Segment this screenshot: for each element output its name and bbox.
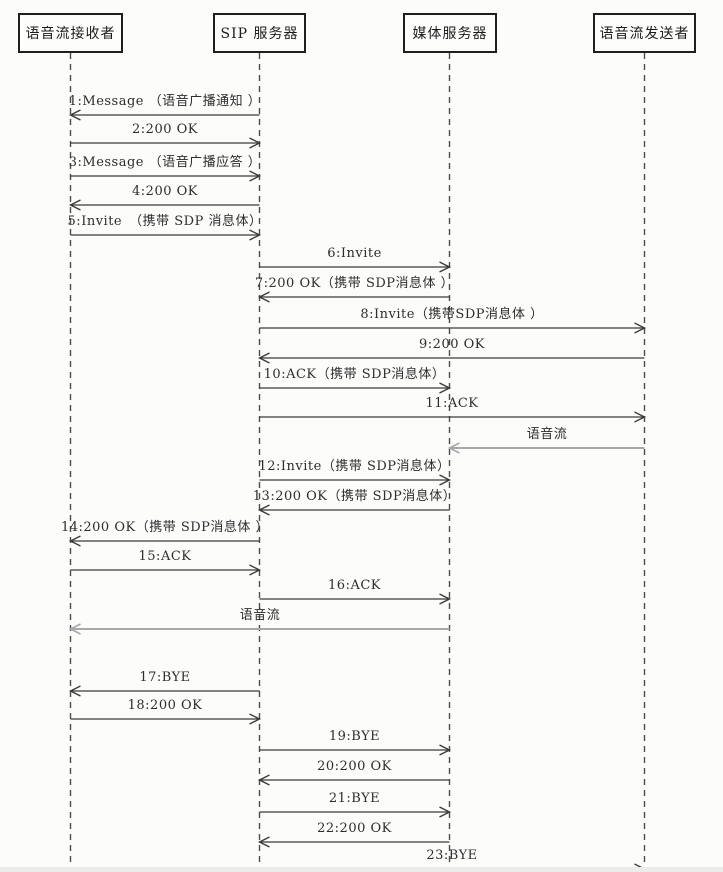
voice-stream-label: 语音流: [526, 427, 568, 442]
message-label: 10:ACK（携带 SDP消息体）: [263, 367, 446, 382]
message-label: 6:Invite: [327, 246, 382, 261]
message-label: 16:ACK: [328, 578, 381, 593]
voice-stream-label: 语音流: [239, 608, 281, 623]
participant-label-voice-sender: 语音流发送者: [599, 26, 690, 42]
message-label: 13:200 OK（携带 SDP消息体）: [252, 489, 457, 504]
participant-label-sip-server: SIP 服务器: [220, 26, 299, 42]
message-label: 17:BYE: [139, 670, 191, 685]
participant-box-media-server: 媒体服务器: [403, 13, 497, 53]
message-label: 8:Invite（携带SDP消息体 ）: [360, 307, 544, 322]
message-label: 2:200 OK: [132, 122, 198, 137]
message-label: 4:200 OK: [132, 184, 198, 199]
message-label: 7:200 OK（携带 SDP消息体 ）: [254, 276, 455, 291]
message-label: 20:200 OK: [317, 759, 392, 774]
message-label: 9:200 OK: [419, 337, 485, 352]
participant-box-sip-server: SIP 服务器: [213, 13, 306, 53]
message-label: 15:ACK: [138, 549, 192, 564]
message-label: 19:BYE: [328, 729, 381, 744]
message-label: 23:BYE: [426, 848, 478, 863]
message-label: 11:ACK: [425, 396, 479, 411]
participant-box-voice-receiver: 语音流接收者: [18, 13, 123, 53]
participant-box-voice-sender: 语音流发送者: [593, 13, 696, 53]
participant-label-media-server: 媒体服务器: [412, 26, 488, 42]
message-label: 14:200 OK（携带 SDP消息体 ）: [60, 520, 270, 535]
message-label: 3:Message （语音广播应答 ）: [68, 155, 262, 170]
message-label: 22:200 OK: [317, 821, 392, 836]
message-label: 18:200 OK: [127, 698, 203, 713]
message-label: 12:Invite（携带 SDP消息体）: [258, 459, 451, 474]
message-label: 5:Invite （携带 SDP 消息体）: [67, 214, 263, 229]
message-label: 1:Message （语音广播通知 ）: [68, 94, 262, 109]
participant-label-voice-receiver: 语音流接收者: [25, 26, 116, 42]
message-label: 21:BYE: [328, 791, 381, 806]
scan-edge-artifact: [0, 867, 723, 872]
